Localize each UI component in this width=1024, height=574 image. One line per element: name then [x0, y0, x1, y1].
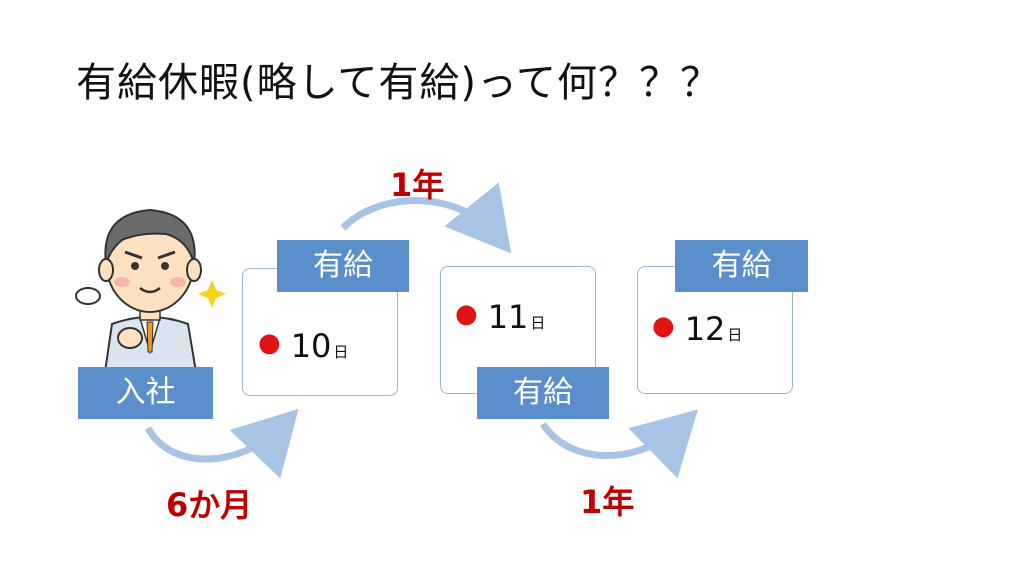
- days-value: 11: [488, 298, 529, 336]
- days-unit: 日: [727, 326, 742, 344]
- step-tag-2: 有給: [477, 367, 609, 419]
- days-value: 12: [685, 310, 726, 348]
- bullet-icon: ●: [652, 311, 675, 341]
- bullet-icon: ●: [258, 328, 281, 358]
- arrow-curve-3: [543, 424, 683, 456]
- period-label-1: 6か月: [166, 480, 252, 526]
- period-label-2: 1年: [390, 160, 444, 206]
- days-value: 10: [291, 327, 332, 365]
- step-tag-label: 有給: [313, 248, 373, 283]
- start-tag: 入社: [78, 367, 213, 419]
- step-tag-label: 有給: [712, 248, 772, 283]
- step-tag-3: 有給: [675, 240, 808, 292]
- arrow-curve-1: [148, 424, 284, 459]
- bullet-icon: ●: [455, 299, 478, 329]
- arrow-curve-2: [343, 201, 498, 237]
- period-label-3: 1年: [580, 477, 634, 523]
- start-label: 入社: [116, 375, 176, 410]
- businessman-illustration: [70, 192, 230, 372]
- step-tag-label: 有給: [513, 375, 573, 410]
- step-tag-1: 有給: [277, 240, 409, 292]
- days-unit: 日: [333, 343, 348, 361]
- days-unit: 日: [530, 314, 545, 332]
